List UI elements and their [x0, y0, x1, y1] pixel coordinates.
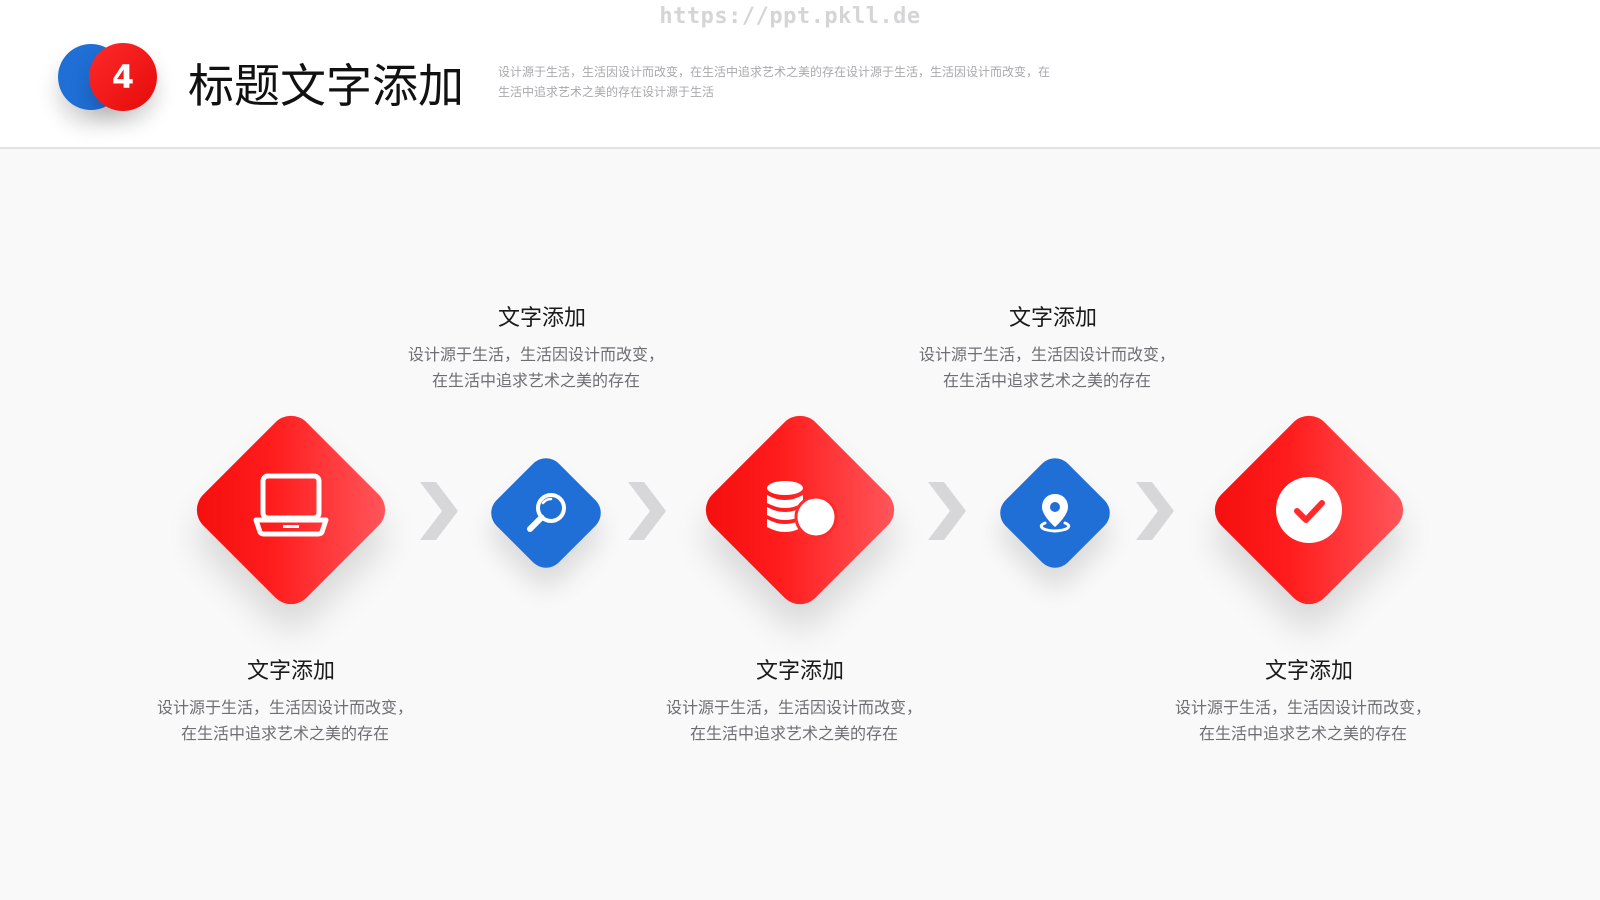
- step-3-title: 文字添加: [755, 659, 844, 684]
- chevron-right-icon: [628, 482, 666, 540]
- chevron-right-icon: [928, 482, 966, 540]
- page-title: 标题文字添加: [188, 59, 464, 113]
- step-1-desc-line-2: 在生活中追求艺术之美的存在: [180, 724, 389, 743]
- step-1-description: 设计源于生活，生活因设计而改变， 在生活中追求艺术之美的存在: [135, 695, 435, 747]
- header-description: 设计源于生活，生活因设计而改变，在生活中追求艺术之美的存在设计源于生活，生活因设…: [498, 65, 1051, 99]
- search-icon: [527, 493, 566, 532]
- step-4-desc-line-2: 在生活中追求艺术之美的存在: [942, 371, 1151, 390]
- check-circle-icon: [1276, 477, 1342, 543]
- step-3-description: 设计源于生活，生活因设计而改变， 在生活中追求艺术之美的存在: [644, 695, 944, 747]
- chevron-right-icon: [1136, 482, 1174, 540]
- step-4-title: 文字添加: [1008, 306, 1097, 331]
- step-2-description: 设计源于生活，生活因设计而改变， 在生活中追求艺术之美的存在: [386, 342, 686, 394]
- step-3-desc-line-2: 在生活中追求艺术之美的存在: [689, 724, 898, 743]
- step-2-desc-line-1: 设计源于生活，生活因设计而改变，: [407, 345, 664, 364]
- step-1-desc-line-1: 设计源于生活，生活因设计而改变，: [156, 698, 413, 717]
- step-5-desc-line-2: 在生活中追求艺术之美的存在: [1198, 724, 1407, 743]
- chevron-right-icon: [420, 482, 458, 540]
- step-2-desc-line-2: 在生活中追求艺术之美的存在: [431, 371, 640, 390]
- laptop-icon: [253, 473, 329, 537]
- watermark-url: https://ppt.pkll.de: [659, 4, 921, 29]
- step-2-title: 文字添加: [497, 306, 586, 331]
- step-1-title: 文字添加: [246, 659, 335, 684]
- location-pin-icon: [1039, 494, 1071, 533]
- slide-header: [0, 0, 1600, 149]
- section-number-badge: 4: [89, 43, 157, 111]
- coins-icon: [767, 481, 838, 539]
- step-4-description: 设计源于生活，生活因设计而改变， 在生活中追求艺术之美的存在: [897, 342, 1197, 394]
- step-5-description: 设计源于生活，生活因设计而改变， 在生活中追求艺术之美的存在: [1153, 695, 1453, 747]
- step-3-desc-line-1: 设计源于生活，生活因设计而改变，: [665, 698, 922, 717]
- step-5-title: 文字添加: [1264, 659, 1353, 684]
- step-5-desc-line-1: 设计源于生活，生活因设计而改变，: [1174, 698, 1431, 717]
- step-4-desc-line-1: 设计源于生活，生活因设计而改变，: [918, 345, 1175, 364]
